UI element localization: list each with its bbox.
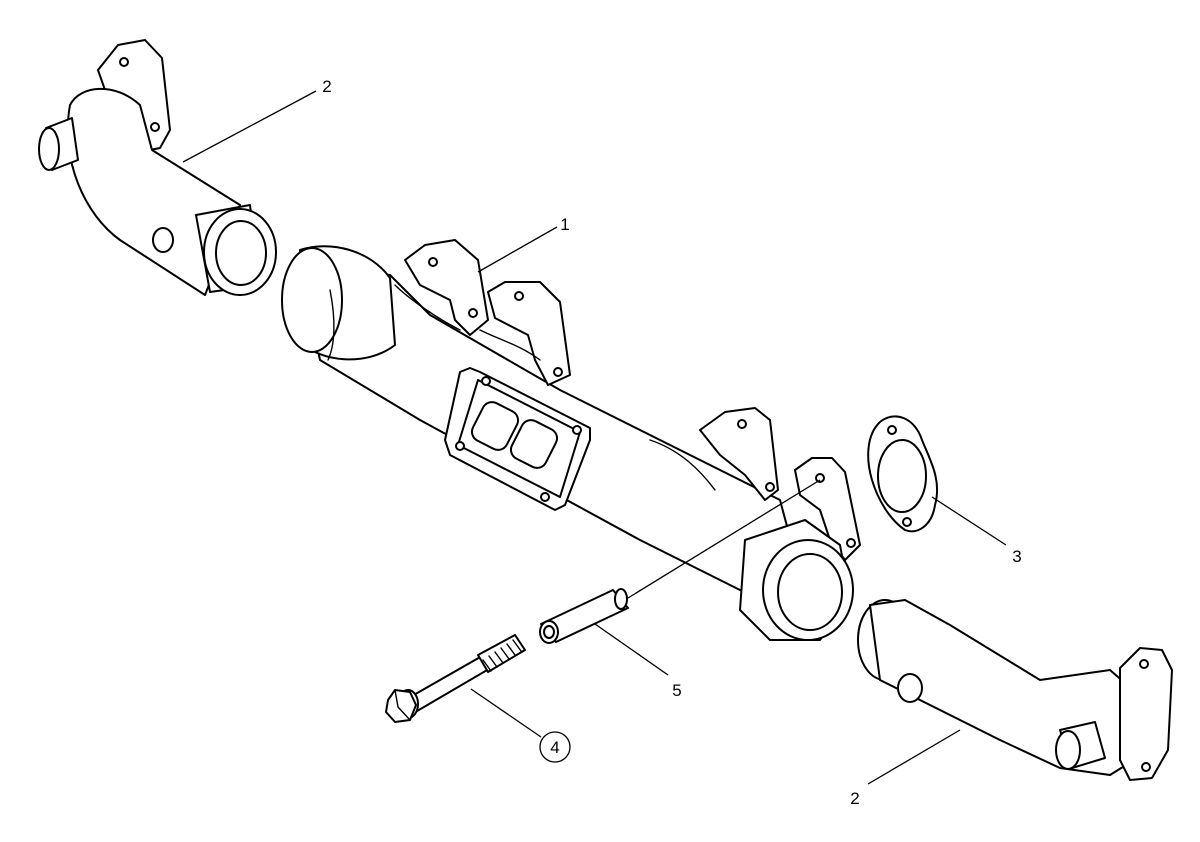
elbow-stub-end-lower: [1055, 730, 1081, 770]
callout-2-top: 2: [322, 77, 331, 96]
port-flange-1: [404, 239, 489, 336]
bolt-thread-line: [488, 655, 498, 668]
leader-line-5: [594, 623, 669, 676]
flange-bolt-hole: [150, 122, 160, 132]
sleeve-alignment-line: [627, 479, 821, 599]
manifold-left-seam: [327, 289, 335, 361]
flange-bolt-hole: [455, 441, 465, 451]
bolt-thread-line: [506, 643, 516, 656]
gasket-bolt-hole: [902, 517, 912, 527]
flange-bolt-hole: [553, 367, 563, 377]
gasket-bore: [877, 439, 927, 513]
elbow-flange-lower: [1119, 647, 1173, 781]
bolt-hex-edge: [394, 689, 411, 721]
gasket-bolt-hole: [887, 425, 897, 435]
elbow-pipe-lower-right: [857, 599, 1173, 781]
callout-1: 1: [560, 215, 569, 234]
leader-line-1: [477, 226, 558, 273]
elbow-outlet-bore: [215, 220, 267, 286]
bolt-thread-line: [494, 651, 504, 664]
flange-bolt-hole: [119, 57, 129, 67]
bolt-hex-head: [385, 689, 417, 723]
manifold-neck-line: [649, 439, 716, 491]
turbo-port-right: [509, 419, 559, 469]
port-flange-2: [487, 281, 571, 386]
port-flange-3: [699, 407, 779, 501]
flange-bolt-hole: [481, 376, 491, 386]
callout-5: 5: [672, 681, 681, 700]
manifold-right-bore: [777, 553, 843, 631]
leader-line-3: [931, 496, 1007, 546]
callout-2-bottom: 2: [850, 789, 859, 808]
port-flange-4: [794, 457, 861, 561]
flange-bolt-hole: [815, 473, 825, 483]
turbo-port-left: [470, 401, 520, 451]
flange-bolt-hole: [468, 308, 478, 318]
bolt-thread-line: [512, 639, 522, 652]
bolt-thread-line: [482, 659, 492, 672]
manifold-left-rim: [281, 247, 343, 353]
flange-bolt-hole: [765, 482, 775, 492]
leader-line-2-top: [182, 90, 317, 163]
elbow-stub-end: [38, 127, 60, 171]
leader-line-4: [470, 688, 542, 738]
leader-lines: [182, 90, 1007, 785]
flange-bolt-hole: [514, 291, 524, 301]
sleeve-spacer: [539, 588, 629, 644]
flange-bolt-hole: [572, 425, 582, 435]
flange-bolt-hole: [846, 538, 856, 548]
flange-bolt-hole: [1141, 762, 1151, 772]
manifold-neck-line: [394, 284, 461, 331]
elbow-pipe-upper-left: [38, 39, 277, 296]
flange-bolt: [385, 634, 526, 723]
bolt-thread: [477, 634, 526, 673]
manifold-neck-line: [479, 329, 541, 361]
exhaust-manifold: [281, 239, 861, 641]
bolt-thread-line: [500, 647, 510, 660]
flange-bolt-hole: [1139, 659, 1149, 669]
callout-4: 4: [550, 738, 559, 757]
flange-bolt-hole: [737, 419, 747, 429]
flange-bolt-hole: [540, 492, 550, 502]
flange-gasket: [867, 415, 939, 533]
sleeve-end-bore: [543, 625, 555, 639]
flange-bolt-hole: [428, 257, 438, 267]
callout-4-circle: [539, 731, 571, 763]
leader-line-2-bottom: [867, 729, 961, 785]
elbow-boss-upper: [152, 227, 174, 253]
elbow-boss-lower: [897, 673, 923, 703]
callout-3: 3: [1012, 547, 1021, 566]
sleeve-far-end: [614, 588, 628, 610]
callout-labels: 2 1 3 5 4 2: [322, 77, 1021, 808]
